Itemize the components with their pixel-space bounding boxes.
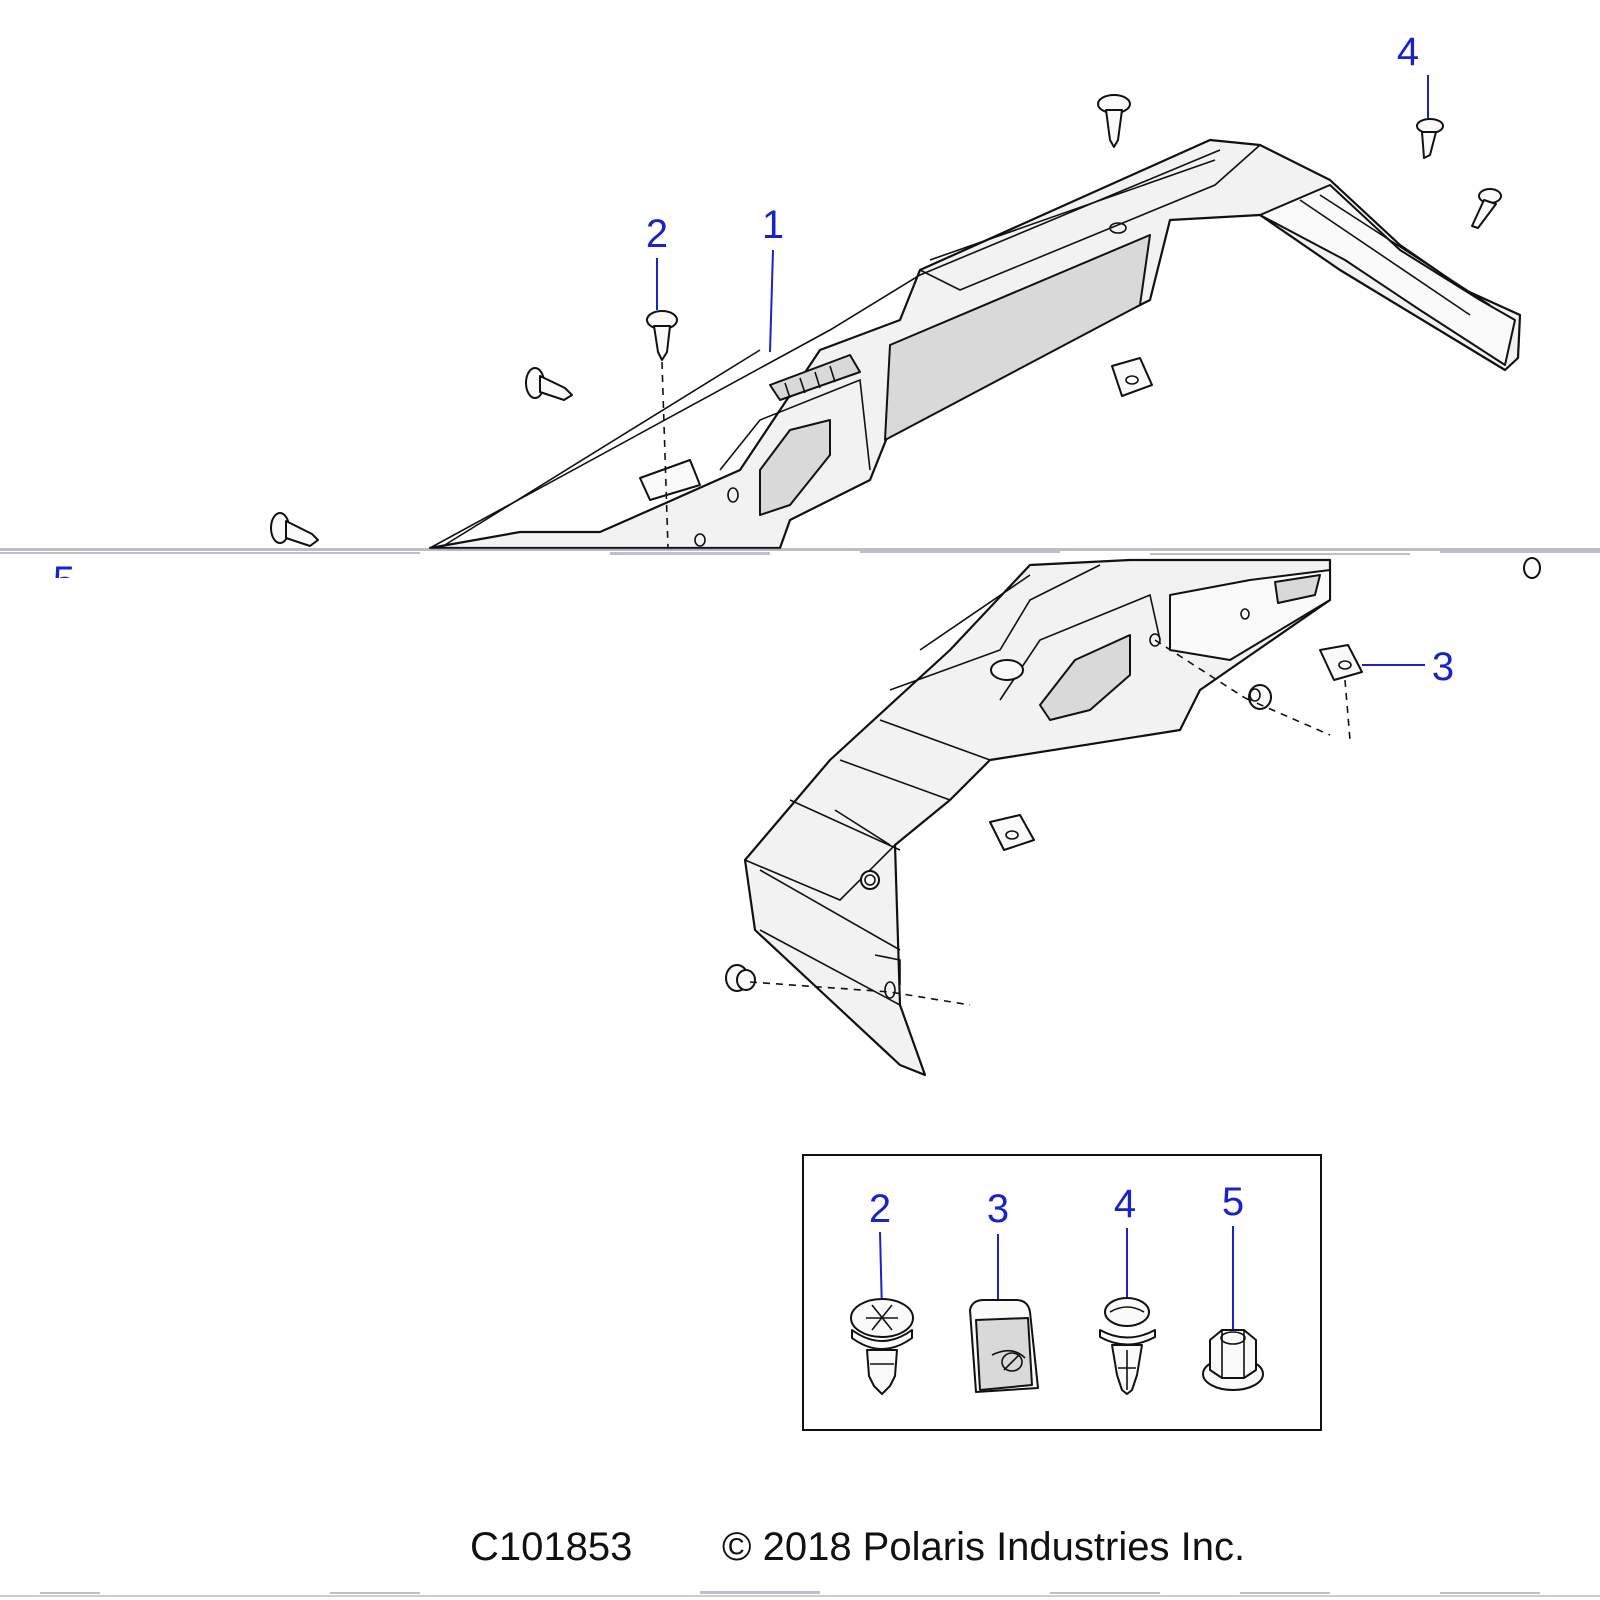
- callout-3: 3: [1432, 645, 1454, 689]
- lower-panel: [743, 558, 1332, 1077]
- upper-panel: [428, 138, 1522, 550]
- callout-5-partial-clip: 5: [53, 559, 75, 603]
- screw-item-2: [646, 310, 678, 361]
- clip-item-3: [1319, 644, 1363, 681]
- legend-number-5: 5: [1222, 1180, 1244, 1224]
- callout-1: 1: [762, 203, 784, 247]
- legend-number-3: 3: [987, 1187, 1009, 1231]
- legend-number-2: 2: [869, 1187, 891, 1231]
- screw-left-low: [270, 512, 319, 547]
- drawing-number: C101853: [470, 1525, 632, 1569]
- callout-5-partial: 5: [53, 559, 75, 603]
- nut-lower-left: [725, 964, 756, 992]
- legend-box: 2 3 4 5: [802, 1154, 1322, 1431]
- clip-top: [1111, 357, 1153, 397]
- push-rivet-icon: 4: [1099, 1182, 1156, 1395]
- nut-right: [1248, 684, 1272, 710]
- screw-icon: 2: [850, 1187, 914, 1395]
- rivet-item-4: [1416, 118, 1444, 159]
- screw-lower-panel: [990, 659, 1024, 681]
- flange-nut-icon: 5: [1202, 1180, 1264, 1391]
- bottom-scan-artifacts: [0, 1591, 1600, 1597]
- scan-artifact-band: [0, 548, 1600, 555]
- clip-icon: 3: [969, 1187, 1039, 1393]
- clip-lower-mid: [989, 814, 1035, 851]
- rivet-right: [1471, 188, 1502, 229]
- copyright-notice: © 2018 Polaris Industries Inc.: [722, 1525, 1245, 1569]
- legend-number-4: 4: [1114, 1182, 1136, 1226]
- screw-left-mid: [525, 367, 573, 401]
- screw-top-middle: [1097, 94, 1131, 148]
- nut-edge-right: [1523, 557, 1541, 579]
- callout-4: 4: [1397, 30, 1419, 74]
- callout-2: 2: [646, 212, 668, 256]
